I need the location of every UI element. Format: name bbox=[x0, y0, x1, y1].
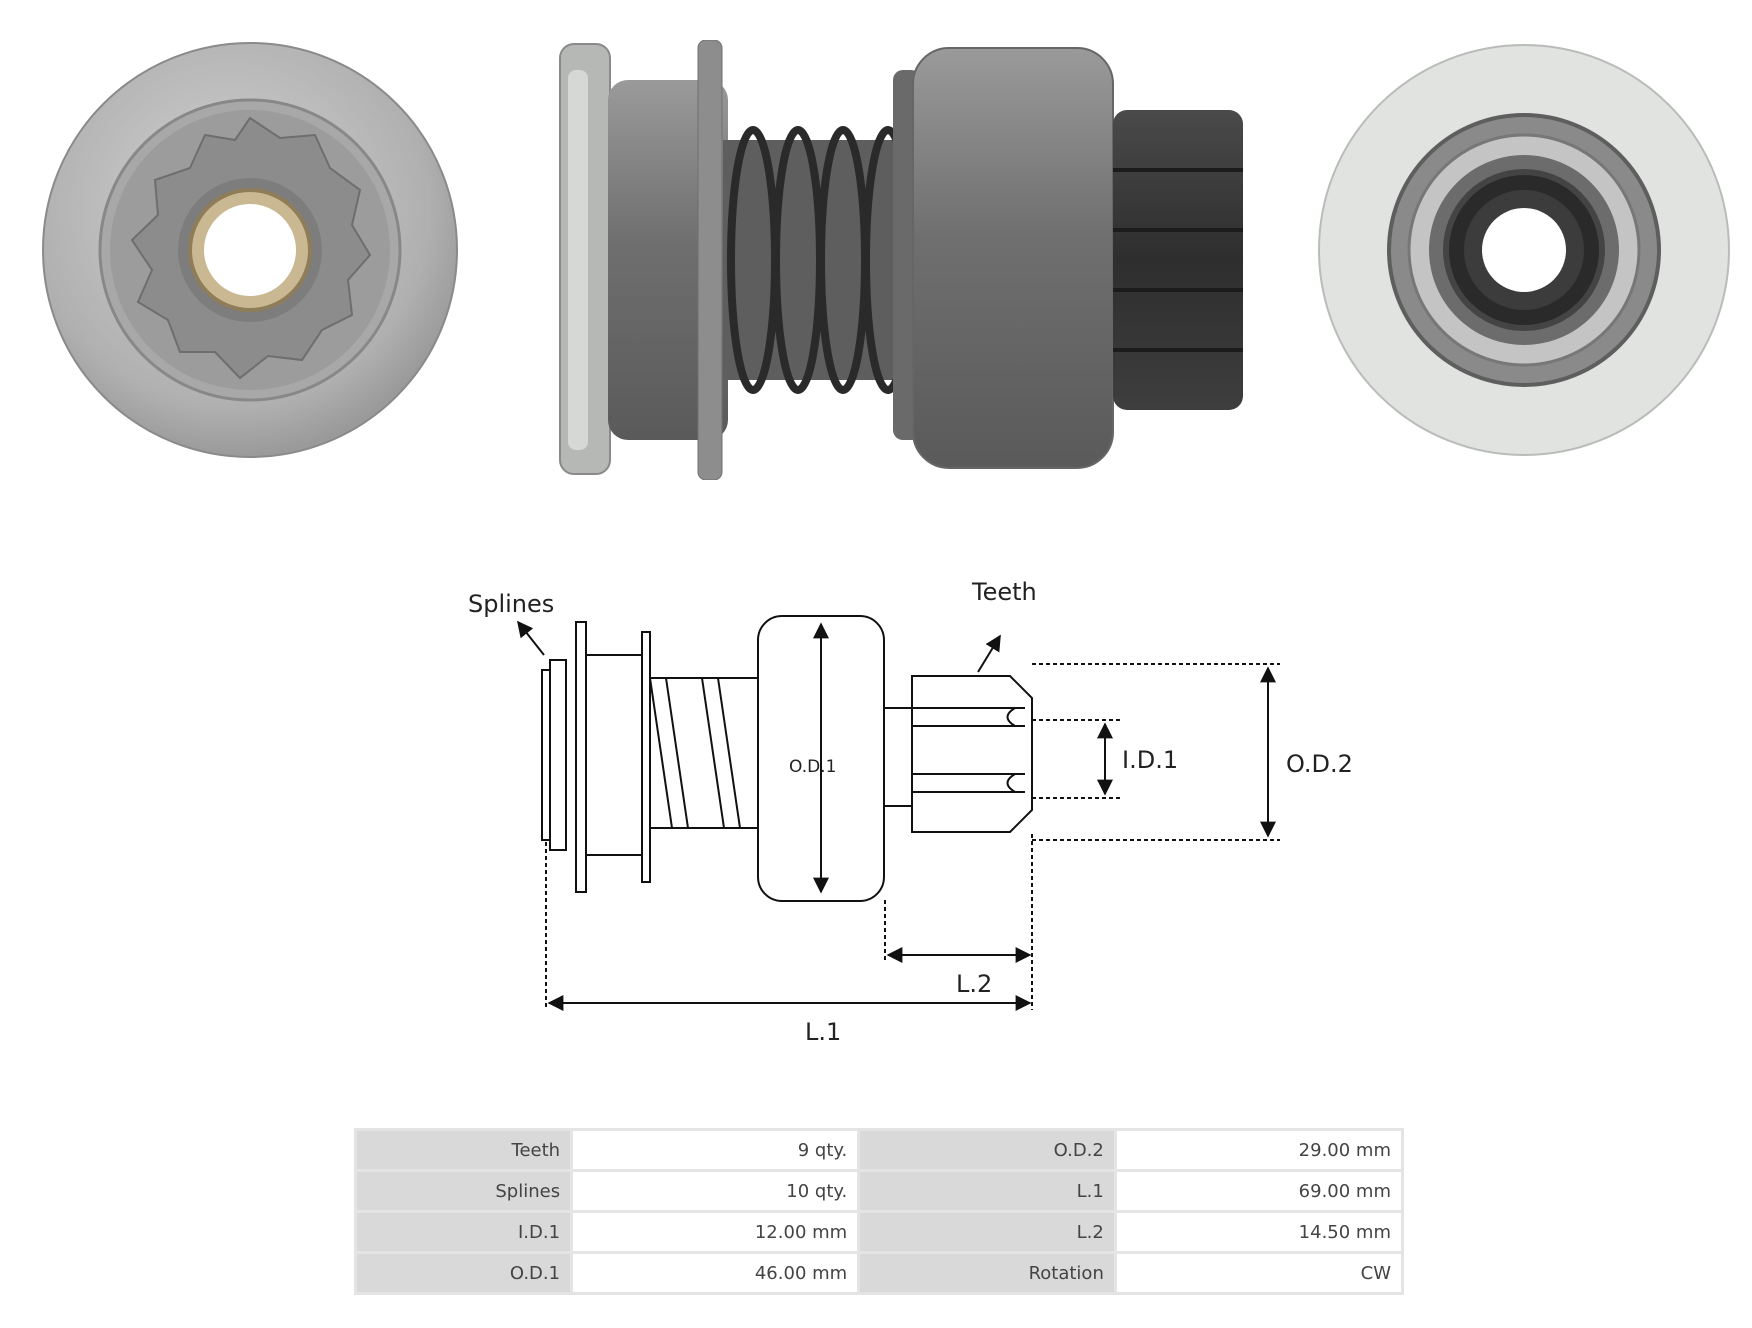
spec-value: 14.50 mm bbox=[1116, 1213, 1401, 1251]
spec-key: L.2 bbox=[860, 1213, 1114, 1251]
od2-label: O.D.2 bbox=[1286, 750, 1353, 778]
spec-key: I.D.1 bbox=[357, 1213, 571, 1251]
spring-coil bbox=[701, 677, 741, 829]
spec-key: L.1 bbox=[860, 1172, 1114, 1210]
side-view-photo bbox=[559, 40, 1243, 480]
back-view-photo bbox=[1318, 44, 1730, 456]
table-row: Teeth 9 qty. O.D.2 29.00 mm bbox=[357, 1131, 1401, 1169]
spring-coil bbox=[649, 677, 689, 829]
spec-value: CW bbox=[1116, 1254, 1401, 1292]
spec-key: O.D.1 bbox=[357, 1254, 571, 1292]
spec-key: Rotation bbox=[860, 1254, 1114, 1292]
flange bbox=[575, 621, 587, 893]
table-row: I.D.1 12.00 mm L.2 14.50 mm bbox=[357, 1213, 1401, 1251]
id1-label: I.D.1 bbox=[1122, 746, 1178, 774]
splines-pointer bbox=[517, 620, 545, 656]
front-view-photo bbox=[42, 42, 458, 458]
spec-value: 29.00 mm bbox=[1116, 1131, 1401, 1169]
spec-value: 9 qty. bbox=[573, 1131, 858, 1169]
spec-value: 46.00 mm bbox=[573, 1254, 858, 1292]
spec-table: Teeth 9 qty. O.D.2 29.00 mm Splines 10 q… bbox=[354, 1128, 1404, 1295]
spec-key: Splines bbox=[357, 1172, 571, 1210]
spec-value: 12.00 mm bbox=[573, 1213, 858, 1251]
od1-label: O.D.1 bbox=[789, 757, 836, 777]
splines-label: Splines bbox=[468, 590, 554, 618]
table-row: O.D.1 46.00 mm Rotation CW bbox=[357, 1254, 1401, 1292]
l1-label: L.1 bbox=[805, 1018, 841, 1046]
spec-key: O.D.2 bbox=[860, 1131, 1114, 1169]
pinion bbox=[911, 675, 1033, 833]
spline-end bbox=[541, 669, 551, 841]
spec-key: Teeth bbox=[357, 1131, 571, 1169]
spec-value: 10 qty. bbox=[573, 1172, 858, 1210]
teeth-label: Teeth bbox=[971, 578, 1037, 606]
table-row: Splines 10 qty. L.1 69.00 mm bbox=[357, 1172, 1401, 1210]
teeth-pointer bbox=[977, 634, 1001, 673]
dimension-diagram: Splines Teeth O.D.1 I.D.1 O.D.2 L.2 L.1 bbox=[468, 578, 1353, 1046]
spec-value: 69.00 mm bbox=[1116, 1172, 1401, 1210]
l2-label: L.2 bbox=[956, 970, 992, 998]
